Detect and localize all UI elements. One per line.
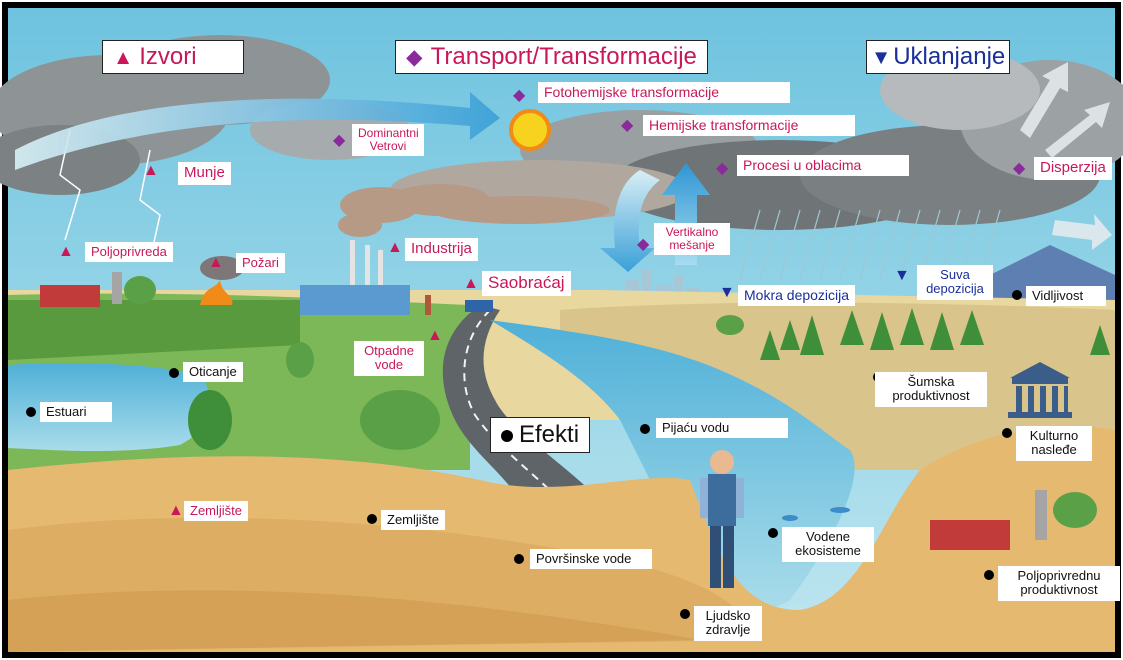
bullet-icon — [640, 424, 650, 434]
label-fotohemijske: Fotohemijske transformacije — [538, 82, 790, 104]
person-figure — [700, 450, 744, 588]
triangle-up-icon: ▲ — [208, 254, 224, 271]
header-removal: ▼Uklanjanje — [866, 40, 1011, 74]
label-vidljivost: Vidljivost — [1026, 286, 1106, 307]
label-pozari: Požari — [236, 253, 285, 274]
wind-arrow — [15, 92, 500, 170]
triangle-up-icon: ▲ — [463, 275, 479, 292]
label-estuari: Estuari — [40, 402, 112, 423]
diamond-icon: ◆ — [621, 117, 634, 134]
label-suva-depozicija: Suva depozicija — [917, 265, 993, 300]
factory — [300, 240, 431, 315]
effects-title: Efekti — [490, 417, 591, 454]
diamond-icon: ◆ — [716, 160, 729, 177]
label-munje: Munje — [178, 162, 231, 185]
triangle-up-icon: ▲ — [58, 243, 74, 260]
up-arrow — [662, 163, 710, 265]
label-mokra-depozicija: Mokra depozicija — [738, 285, 856, 307]
label-otpadne-vode: Otpadne vode — [354, 341, 424, 376]
temple-icon — [1008, 362, 1072, 418]
bullet-icon — [768, 528, 778, 538]
dispersion-arrows — [1020, 62, 1112, 250]
bullet-icon — [169, 368, 179, 378]
label-poljoprivreda: Poljoprivreda — [85, 242, 173, 263]
label-procesi-oblaci: Procesi u oblacima — [737, 155, 909, 177]
bullet-icon — [1012, 290, 1022, 300]
header-sources: ▲Izvori — [102, 40, 244, 74]
crop-rows — [8, 300, 300, 360]
label-ljudsko-zdravlje: Ljudsko zdravlje — [694, 606, 762, 641]
label-oticanje: Oticanje — [183, 362, 243, 383]
bullet-icon — [984, 570, 994, 580]
label-kulturno-nasledje: Kulturno nasleđe — [1016, 426, 1092, 461]
farm-right — [930, 490, 1047, 550]
down-arrow — [600, 170, 660, 272]
diamond-icon: ◆ — [333, 132, 346, 149]
label-saobracaj: Saobraćaj — [482, 271, 571, 296]
truck — [465, 300, 493, 312]
label-povrsinske-vode: Površinske vode — [530, 549, 652, 570]
label-hemijske: Hemijske transformacije — [643, 115, 855, 137]
farm-left — [40, 272, 122, 307]
bullet-icon — [26, 407, 36, 417]
label-pijacu-vodu: Pijaću vodu — [656, 418, 788, 439]
bullet-icon — [1002, 428, 1012, 438]
smoke-plume — [338, 184, 610, 237]
label-zemljiste-effect: Zemljište — [381, 510, 446, 531]
label-poljoprivrednu-produktivnost: Poljoprivrednu produktivnost — [998, 566, 1120, 601]
label-dominantni-vetrovi: Dominantni Vetrovi — [352, 124, 424, 157]
label-disperzija: Disperzija — [1034, 157, 1112, 180]
triangle-down-icon: ▼ — [894, 267, 910, 284]
bullet-icon — [680, 609, 690, 619]
sun — [509, 109, 551, 151]
triangle-up-icon: ▲ — [387, 239, 403, 256]
road — [442, 305, 600, 500]
triangle-down-icon: ▼ — [719, 284, 735, 301]
label-zemljiste-source: Zemljište — [184, 501, 249, 522]
fire — [200, 256, 244, 305]
triangle-up-icon: ▲ — [143, 162, 159, 179]
trees — [124, 276, 1110, 528]
bullet-icon — [514, 554, 524, 564]
bullet-icon — [367, 514, 377, 524]
diamond-icon: ◆ — [406, 44, 423, 69]
header-transport: ◆Transport/Transformacije — [395, 40, 708, 74]
river — [490, 320, 855, 611]
diamond-icon: ◆ — [1013, 160, 1026, 177]
triangle-down-icon: ▼ — [871, 47, 892, 69]
bullet-icon — [501, 429, 513, 442]
diamond-icon: ◆ — [637, 236, 650, 253]
diamond-icon: ◆ — [513, 87, 526, 104]
triangle-up-icon: ▲ — [113, 47, 134, 69]
label-sumska-produktivnost: Šumska produktivnost — [875, 372, 987, 407]
label-industrija: Industrija — [405, 238, 478, 261]
triangle-up-icon: ▲ — [168, 502, 184, 519]
label-vodene-ekosisteme: Vodene ekosisteme — [782, 527, 874, 562]
triangle-up-icon: ▲ — [427, 327, 443, 344]
label-vertikalno: Vertikalno mešanje — [654, 223, 730, 256]
